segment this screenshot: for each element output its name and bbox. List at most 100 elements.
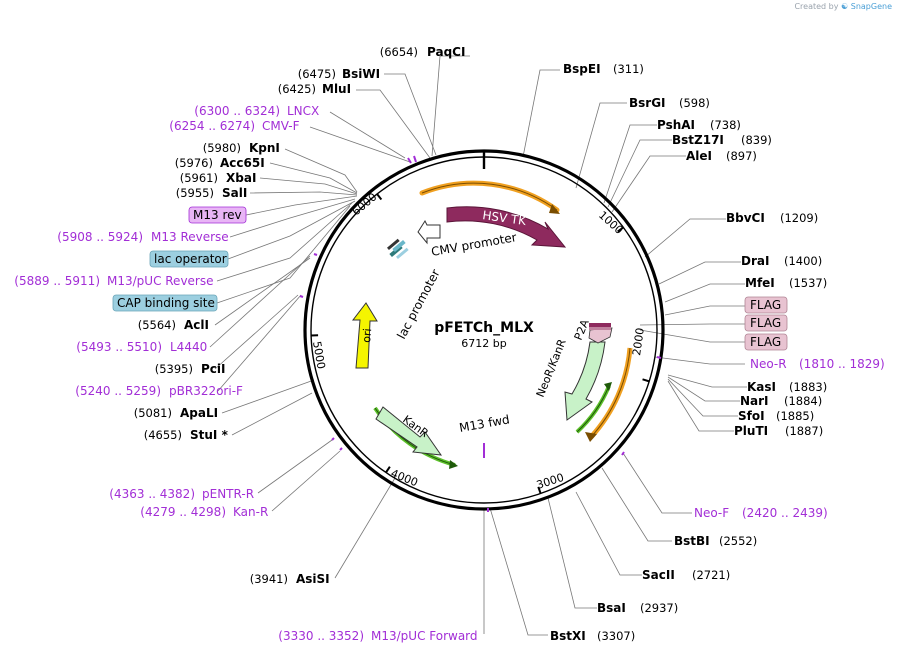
site-pos: (897)	[726, 149, 757, 163]
lac-operator-box	[149, 250, 229, 268]
orange-arc-right-head	[585, 432, 597, 442]
tick-mark-3000	[537, 486, 542, 494]
site-pos: (5081)	[134, 406, 172, 420]
site-name: BsaI	[597, 601, 626, 615]
site-pos: (1537)	[789, 276, 827, 290]
flag-marker-1	[589, 323, 611, 327]
orange-arc-top-head	[549, 204, 560, 214]
site-name: PshAI	[657, 118, 695, 132]
site-pos: (738)	[710, 118, 741, 132]
neor-kanr-feature	[564, 341, 606, 421]
site-name: Acc65I	[220, 156, 265, 170]
site-pos: (6654)	[380, 45, 418, 59]
site-name: SfoI	[738, 409, 765, 423]
site-name: BstZ17I	[672, 133, 724, 147]
tick-label-2000: 2000	[630, 327, 647, 357]
site-pos: (5955)	[176, 186, 214, 200]
green-arc-bottom-head	[449, 460, 458, 469]
tick-mark-2000	[642, 378, 650, 383]
tick-label-5000: 5000	[310, 340, 328, 370]
site-name: NarI	[740, 394, 769, 408]
site-pos: (598)	[679, 96, 710, 110]
site-pos: (5395)	[155, 362, 193, 376]
p2a-feature	[588, 327, 613, 344]
primer-pos: (5889 .. 5911)	[14, 274, 100, 288]
site-name: SalI	[222, 186, 247, 200]
m13-fwd-label: M13 fwd	[458, 412, 511, 435]
m13-rev-label: M13 rev	[193, 208, 242, 222]
primer-pos: (6300 .. 6324)	[194, 104, 280, 118]
plasmid-name: pFETCh_MLX	[434, 320, 534, 336]
flag-label-3: FLAG	[750, 335, 781, 349]
site-name: BstBI	[674, 534, 710, 548]
primer-pos: (5908 .. 5924)	[57, 230, 143, 244]
right-labels: BspEI (311) BsrGI (598) PshAI (738) BstZ…	[550, 62, 885, 643]
hsv-tk-label: HSV TK	[482, 208, 529, 228]
plasmid-length: 6712 bp	[461, 337, 506, 350]
tick-mark-6000	[376, 193, 383, 201]
site-name: AsiSI	[296, 572, 330, 586]
flag-label-1: FLAG	[750, 298, 781, 312]
green-arc-right-head	[604, 382, 612, 391]
site-name: BsiWI	[342, 67, 380, 81]
primer-name: L4440	[170, 340, 207, 354]
site-pos: (1883)	[789, 380, 827, 394]
primer-pos: (2420 .. 2439)	[742, 506, 828, 520]
primer-name: Kan-R	[233, 505, 268, 519]
site-name: BspEI	[563, 62, 601, 76]
site-name: XbaI	[226, 171, 256, 185]
p2a-label: P2A	[572, 317, 592, 342]
site-pos: (6425)	[278, 82, 316, 96]
site-pos: (3941)	[250, 572, 288, 586]
kanr-feature	[375, 406, 443, 456]
flag-box-1	[744, 296, 788, 314]
site-pos: (1884)	[784, 394, 822, 408]
primer-name: pBR322ori-F	[169, 384, 243, 398]
site-name: PluTI	[734, 424, 768, 438]
primer-pos: (4363 .. 4382)	[109, 487, 195, 501]
primer-name: Neo-R	[750, 357, 787, 371]
primer-name: pENTR-R	[202, 487, 254, 501]
site-pos: (1887)	[785, 424, 823, 438]
site-pos: (6475)	[298, 67, 336, 81]
tick-label-3000: 3000	[535, 471, 566, 492]
site-pos: (5976)	[175, 156, 213, 170]
neor-kanr-label: NeoR/KanR	[534, 337, 569, 399]
primer-pos: (4279 .. 4298)	[140, 505, 226, 519]
site-name: PciI	[201, 362, 226, 376]
site-pos: (5564)	[138, 318, 176, 332]
left-labels: (6654) PaqCI (6475) BsiWI (6425) MluI (6…	[14, 45, 477, 643]
tick-mark-4000	[385, 466, 391, 474]
flag-label-2: FLAG	[750, 316, 781, 330]
site-name: BsrGI	[629, 96, 666, 110]
site-pos: (2552)	[719, 534, 757, 548]
snapgene-credit: Created by ☯ SnapGene	[794, 2, 892, 11]
site-pos: (1885)	[776, 409, 814, 423]
site-pos: (311)	[613, 62, 644, 76]
site-name: KasI	[747, 380, 776, 394]
lac-region-markers	[386, 238, 409, 260]
site-name: AclI	[184, 318, 209, 332]
site-name: StuI *	[190, 428, 229, 442]
flag-marker-2	[589, 327, 611, 330]
lac-operator-label: lac operator	[154, 252, 227, 266]
primer-name: M13/pUC Forward	[371, 629, 478, 643]
snapgene-logo-icon: ☯	[841, 2, 849, 11]
hsv-tk-feature	[446, 206, 567, 248]
tick-mark-1000	[617, 226, 624, 233]
connector-lines	[209, 55, 747, 636]
site-name: DraI	[741, 254, 769, 268]
site-pos: (3307)	[597, 629, 635, 643]
primer-pos: (6254 .. 6274)	[169, 119, 255, 133]
site-pos: (2937)	[640, 601, 678, 615]
site-pos: (1400)	[784, 254, 822, 268]
primer-name: Neo-F	[694, 506, 729, 520]
primer-name: M13/pUC Reverse	[107, 274, 214, 288]
site-name: BbvCI	[726, 211, 765, 225]
cmv-promoter-label: CMV promoter	[430, 230, 518, 259]
site-name: KpnI	[249, 141, 280, 155]
ori-feature	[351, 302, 378, 369]
flag-box-3	[744, 333, 788, 351]
site-name: PaqCI	[427, 45, 465, 59]
